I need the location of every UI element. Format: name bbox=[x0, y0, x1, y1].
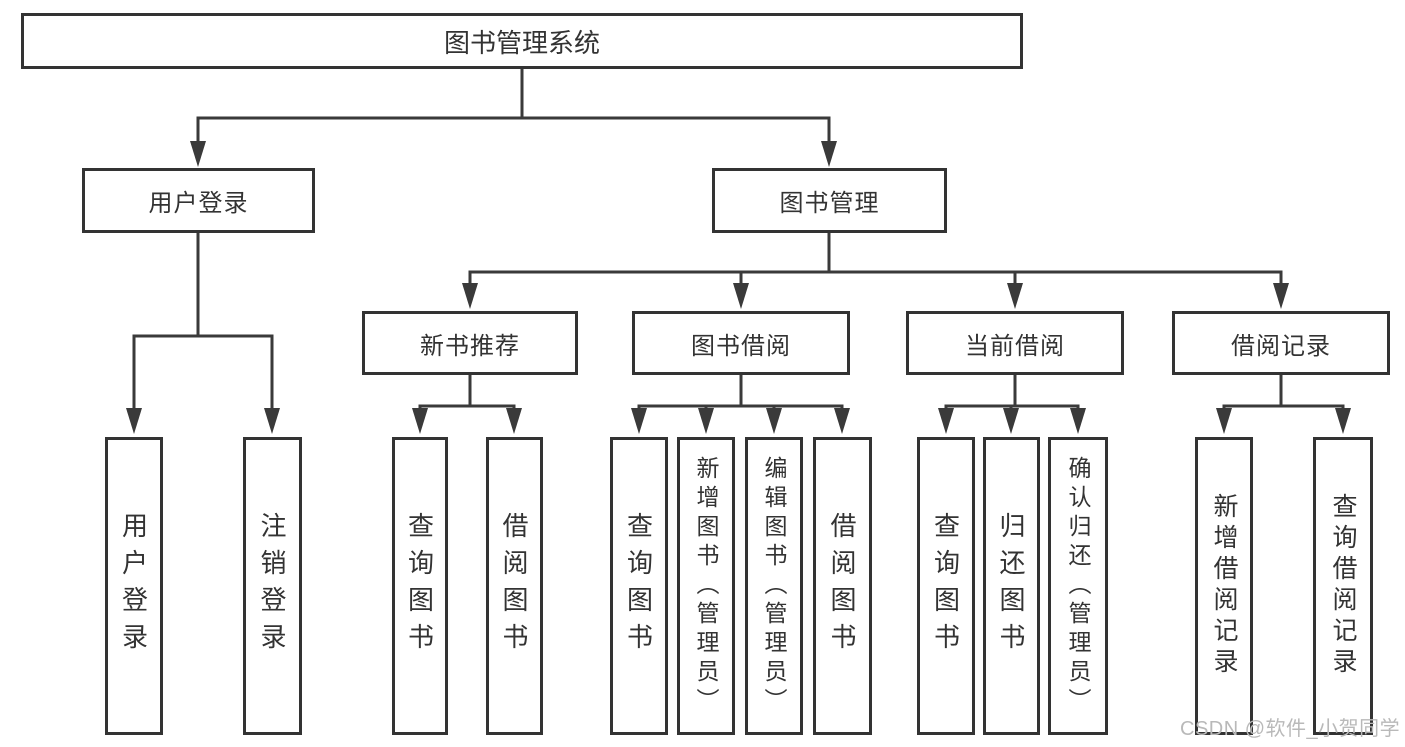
leaf-borrow-query-books: 查询图书 bbox=[610, 437, 668, 735]
leaf-query-borrow-record: 查询借阅记录 bbox=[1313, 437, 1373, 735]
leaf-add-borrow-record: 新增借阅记录 bbox=[1195, 437, 1253, 735]
leaf-add-books-admin: 新增图书（管理员） bbox=[677, 437, 735, 735]
leaf-return-books: 归还图书 bbox=[983, 437, 1040, 735]
node-user-login: 用户登录 bbox=[82, 168, 315, 233]
node-label: 编辑图书（管理员） bbox=[761, 455, 787, 717]
leaf-edit-books-admin: 编辑图书（管理员） bbox=[745, 437, 803, 735]
leaf-recommend-query-books: 查询图书 bbox=[392, 437, 448, 735]
node-label: 归还图书 bbox=[996, 512, 1026, 660]
node-label: 查询图书 bbox=[623, 512, 654, 660]
node-label: 新增图书（管理员） bbox=[693, 455, 719, 717]
leaf-logout: 注销登录 bbox=[243, 437, 302, 735]
node-label: 查询图书 bbox=[404, 512, 435, 660]
node-label: 新书推荐 bbox=[420, 332, 520, 360]
node-label: 用户登录 bbox=[118, 512, 149, 660]
node-label: 注销登录 bbox=[257, 512, 287, 660]
node-label: 用户登录 bbox=[148, 190, 249, 217]
node-label: 借阅图书 bbox=[827, 512, 857, 660]
node-new-book-recommend: 新书推荐 bbox=[362, 311, 578, 375]
leaf-recommend-borrow-books: 借阅图书 bbox=[486, 437, 543, 735]
node-label: 借阅图书 bbox=[499, 512, 529, 660]
node-label: 查询图书 bbox=[930, 512, 961, 660]
node-label: 图书管理系统 bbox=[443, 27, 600, 58]
node-label: 新增借阅记录 bbox=[1210, 493, 1238, 679]
csdn-watermark: CSDN @软件_小贺同学 bbox=[1180, 718, 1401, 740]
node-library-management-system: 图书管理系统 bbox=[21, 13, 1023, 69]
node-label: 借阅记录 bbox=[1231, 332, 1331, 360]
node-label: 查询借阅记录 bbox=[1329, 493, 1357, 679]
node-label: 图书管理 bbox=[779, 190, 880, 217]
leaf-confirm-return-admin: 确认归还（管理员） bbox=[1048, 437, 1108, 735]
leaf-borrow-books: 借阅图书 bbox=[813, 437, 872, 735]
node-book-management: 图书管理 bbox=[712, 168, 947, 233]
node-label: 图书借阅 bbox=[691, 332, 791, 360]
node-borrowing-records: 借阅记录 bbox=[1172, 311, 1390, 375]
node-book-borrowing: 图书借阅 bbox=[632, 311, 850, 375]
node-label: 当前借阅 bbox=[965, 332, 1065, 360]
node-label: 确认归还（管理员） bbox=[1065, 455, 1091, 717]
node-current-borrowing: 当前借阅 bbox=[906, 311, 1124, 375]
leaf-current-query-books: 查询图书 bbox=[917, 437, 975, 735]
leaf-user-login: 用户登录 bbox=[105, 437, 163, 735]
arrowheads bbox=[126, 141, 1351, 434]
